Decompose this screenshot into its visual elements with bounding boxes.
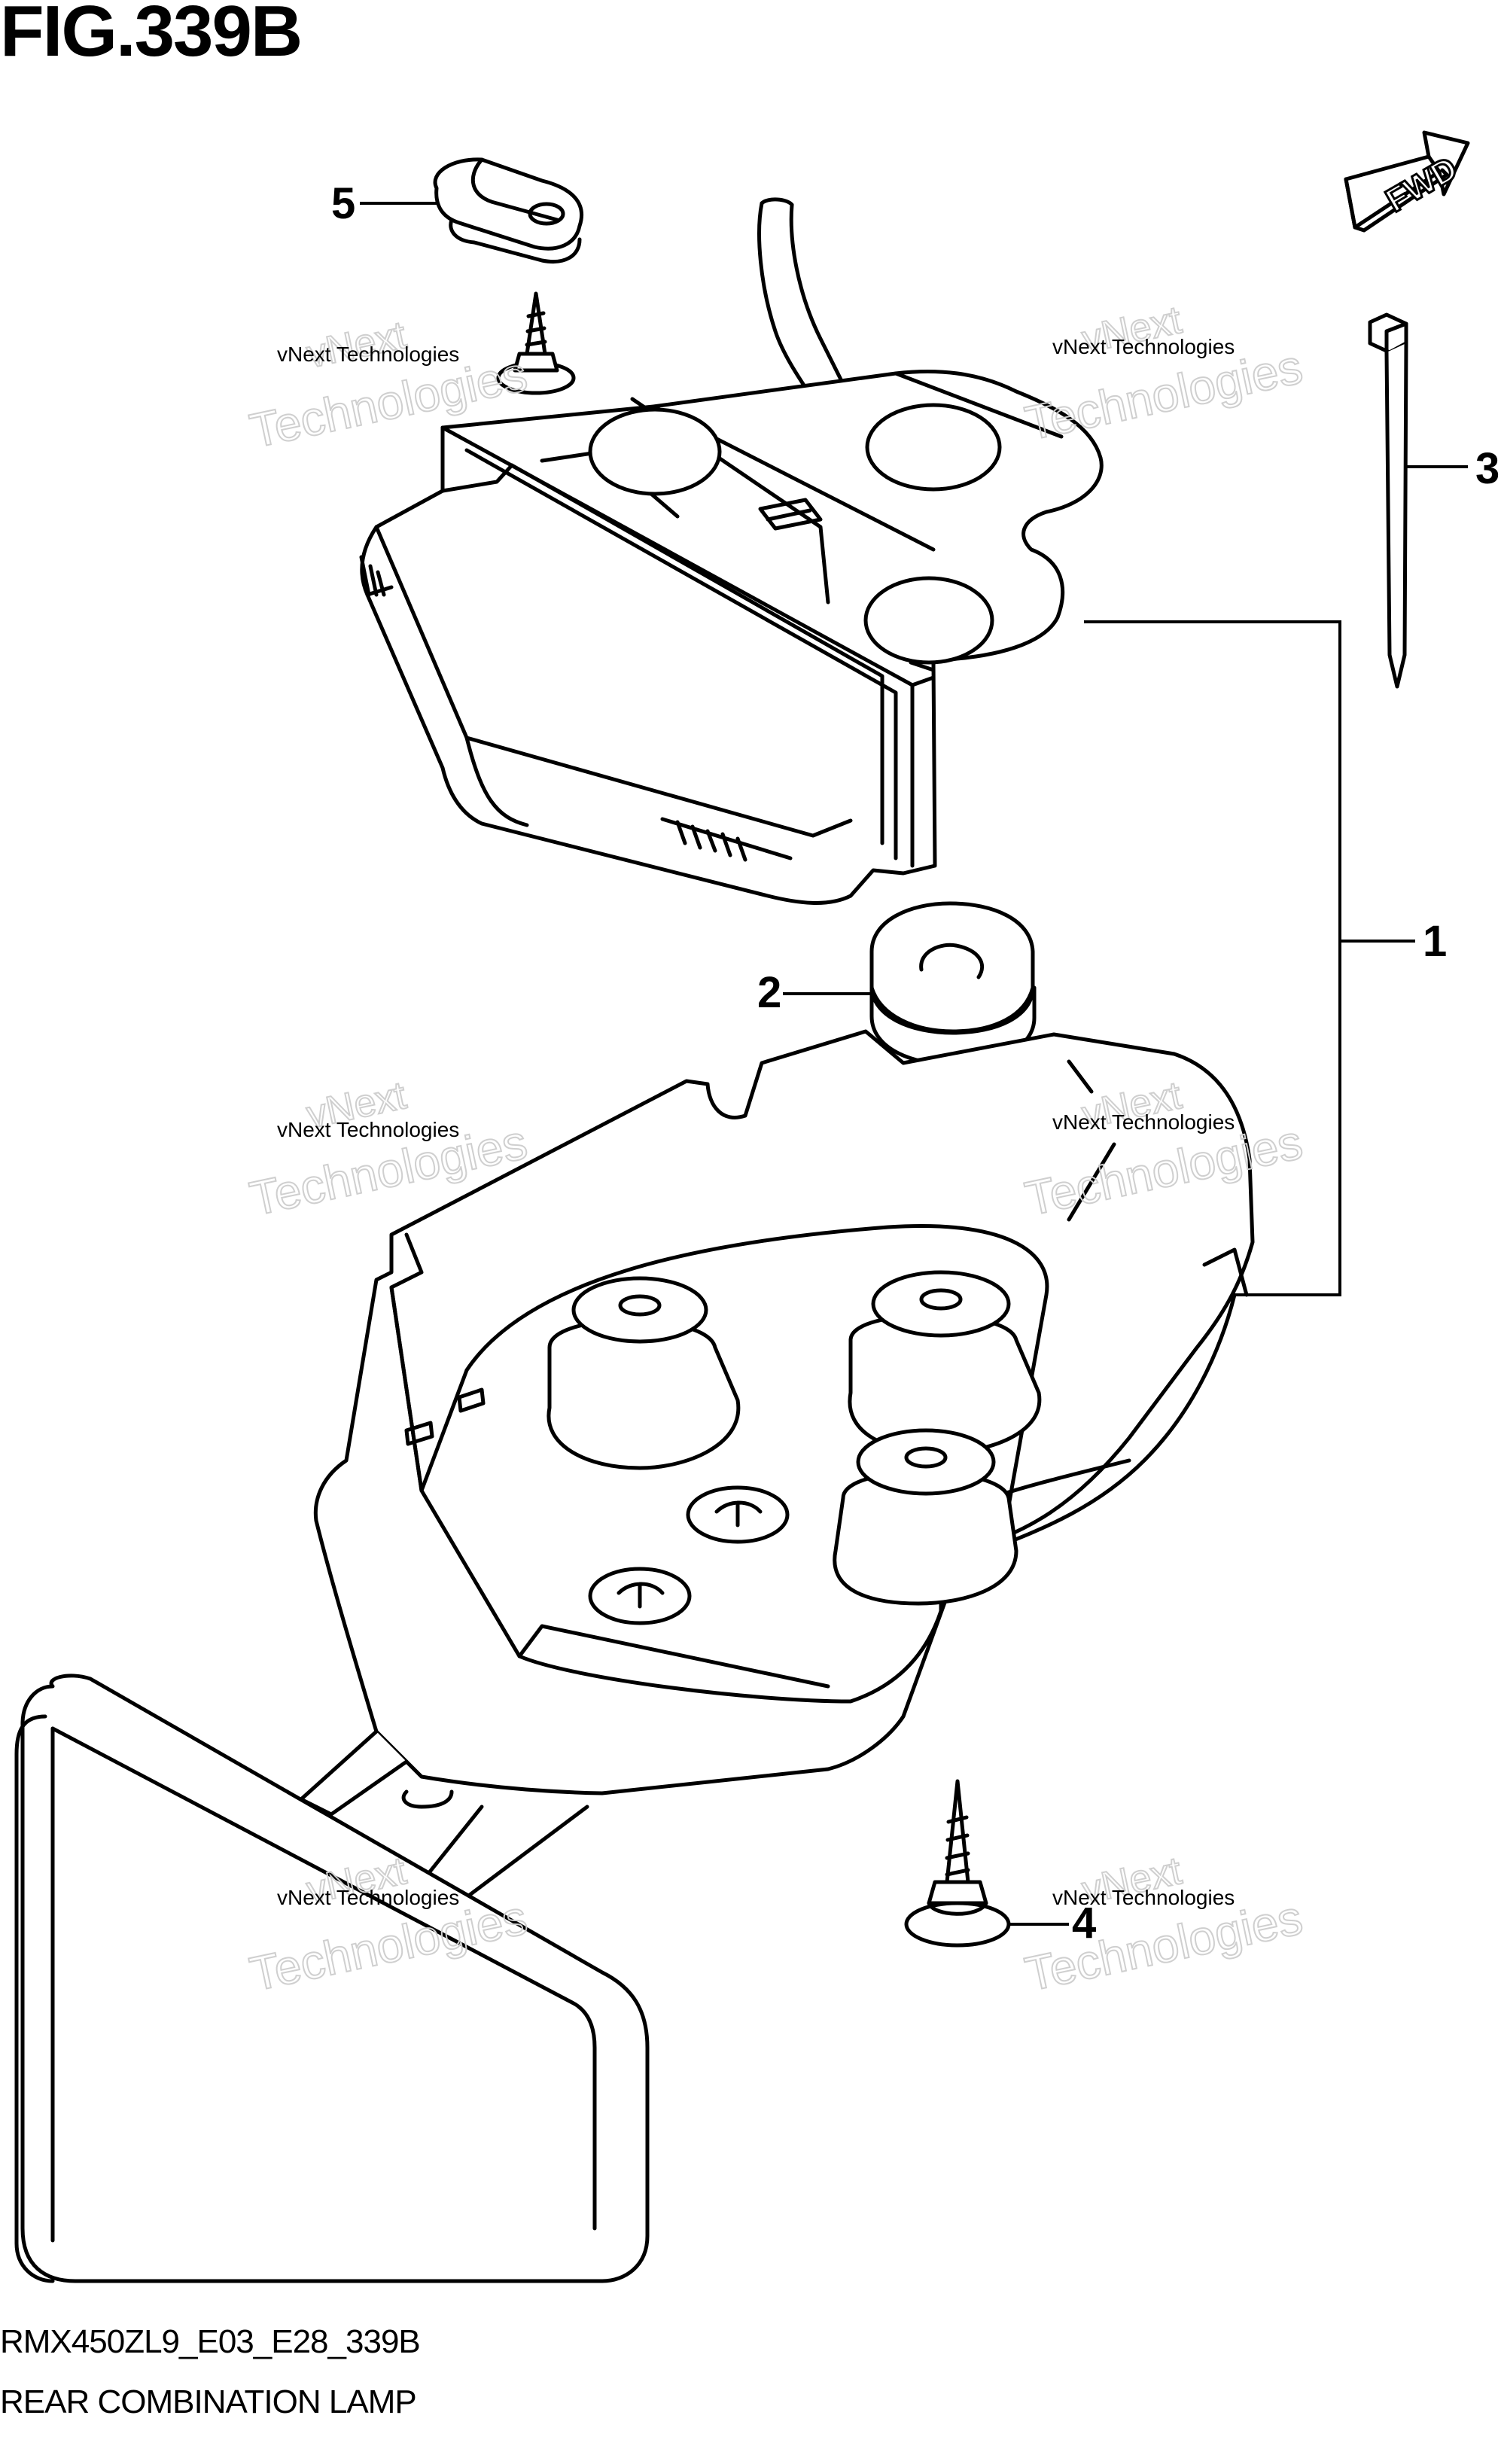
svg-text:vNext Technologies: vNext Technologies (1052, 335, 1235, 358)
tapping-screw-icon (496, 291, 576, 395)
figure-code: RMX450ZL9_E03_E28_339B (0, 2323, 421, 2360)
reflector-icon (14, 1674, 650, 2283)
callout-1: 1 (1423, 917, 1447, 966)
callout-3: 3 (1475, 444, 1499, 493)
harness-wire-icon (757, 197, 845, 401)
tapping-screw-part-4 (904, 1779, 1011, 1948)
lamp-housing-part-1 (359, 370, 1104, 905)
grommet-part-2 (869, 901, 1037, 1067)
callout-2: 2 (757, 968, 781, 1017)
svg-text:vNext Technologies: vNext Technologies (277, 343, 459, 366)
figure-name: REAR COMBINATION LAMP (0, 2383, 417, 2420)
svg-text:vNext Technologies: vNext Technologies (277, 1118, 459, 1141)
svg-text:vNext Technologies: vNext Technologies (1052, 1110, 1235, 1134)
leader-lines (360, 202, 1468, 1926)
callout-4: 4 (1072, 1899, 1096, 1948)
svg-text:vNext Technologies: vNext Technologies (277, 1886, 459, 1909)
cable-clamp-part-5 (433, 157, 584, 263)
cable-tie-part-3 (1368, 312, 1408, 689)
svg-text:vNext Technologies: vNext Technologies (1052, 1886, 1235, 1909)
callout-5: 5 (331, 179, 355, 228)
lamp-case-part-1 (313, 1029, 1255, 1795)
watermark: vNext Technologies vNext Technologies (1020, 297, 1308, 452)
figure-title: FIG.339B (0, 0, 303, 72)
leader-line-1-bracket (1084, 620, 1341, 1296)
fwd-arrow-icon (1344, 130, 1470, 233)
